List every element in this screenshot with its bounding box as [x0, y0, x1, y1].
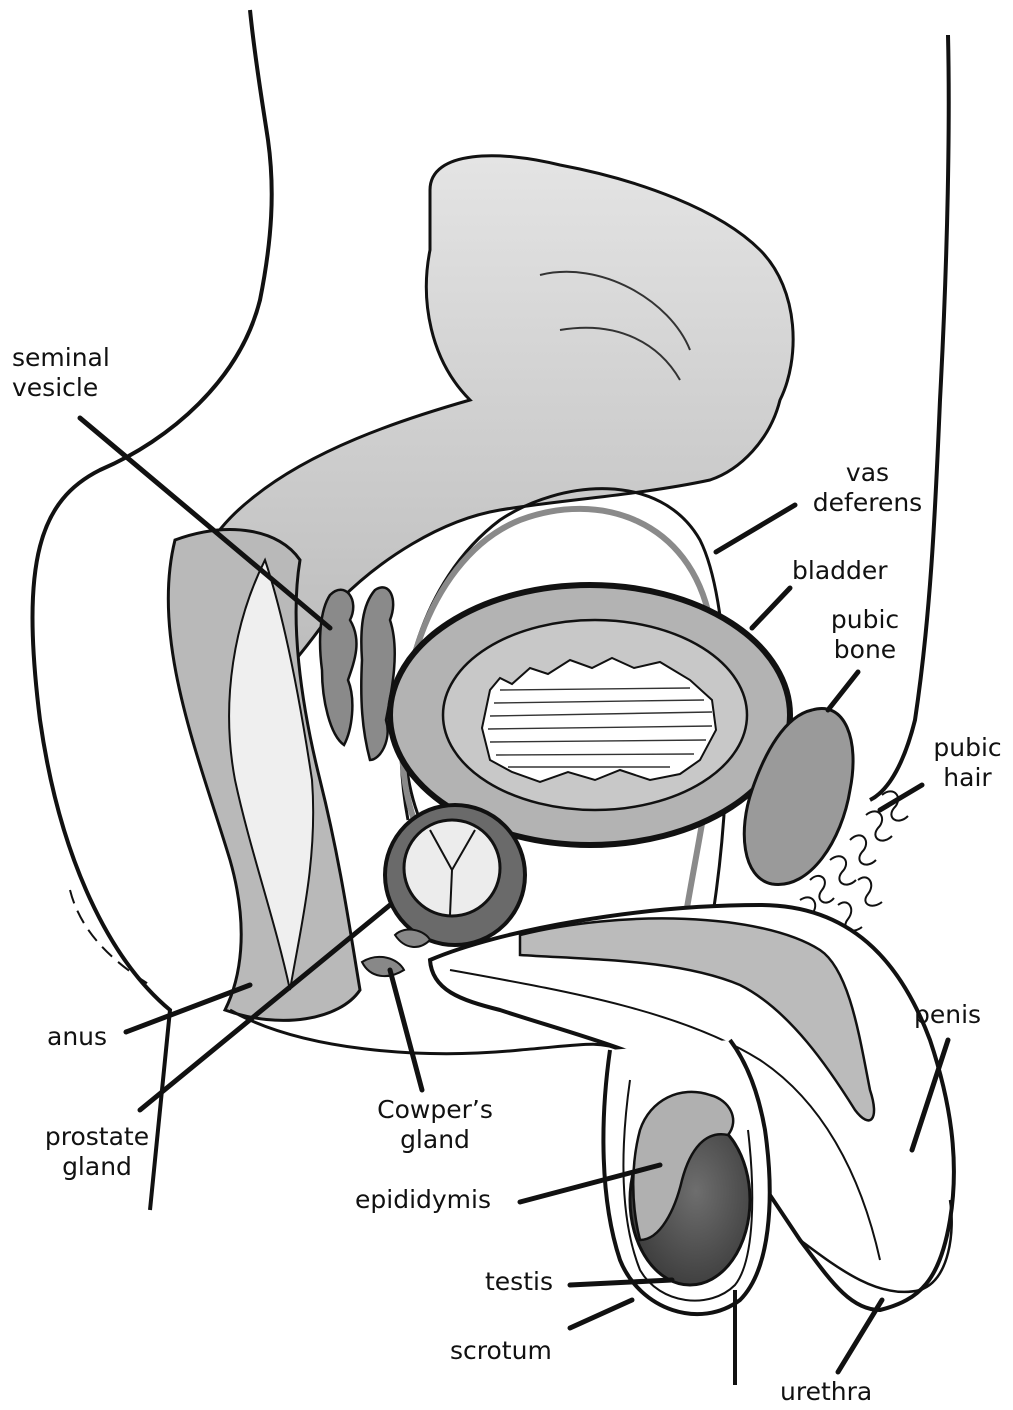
leader-scrotum [570, 1300, 632, 1328]
label-urethra: urethra [780, 1377, 872, 1407]
label-testis: testis [485, 1267, 553, 1297]
label-seminal-vesicle: seminal vesicle [12, 343, 110, 403]
cowpers-gland-lower [362, 957, 404, 976]
seminal-vesicle-left [320, 590, 356, 745]
leader-urethra [838, 1300, 882, 1372]
label-epididymis: epididymis [355, 1185, 491, 1215]
label-penis: penis [914, 1000, 981, 1030]
label-vas-deferens: vas deferens [800, 458, 935, 518]
label-anus: anus [47, 1022, 107, 1052]
label-cowpers-gland: Cowper’s gland [375, 1095, 495, 1155]
label-scrotum: scrotum [450, 1336, 552, 1366]
leader-vas-deferens [716, 505, 795, 552]
label-bladder: bladder [792, 556, 888, 586]
label-pubic-hair: pubic hair [925, 733, 1010, 793]
leader-bladder [752, 588, 790, 628]
label-prostate-gland: prostate gland [32, 1122, 162, 1182]
front-contour [870, 35, 949, 800]
leader-cowpers [390, 970, 422, 1090]
leader-pubic-bone [828, 672, 858, 710]
label-pubic-bone: pubic bone [820, 605, 910, 665]
